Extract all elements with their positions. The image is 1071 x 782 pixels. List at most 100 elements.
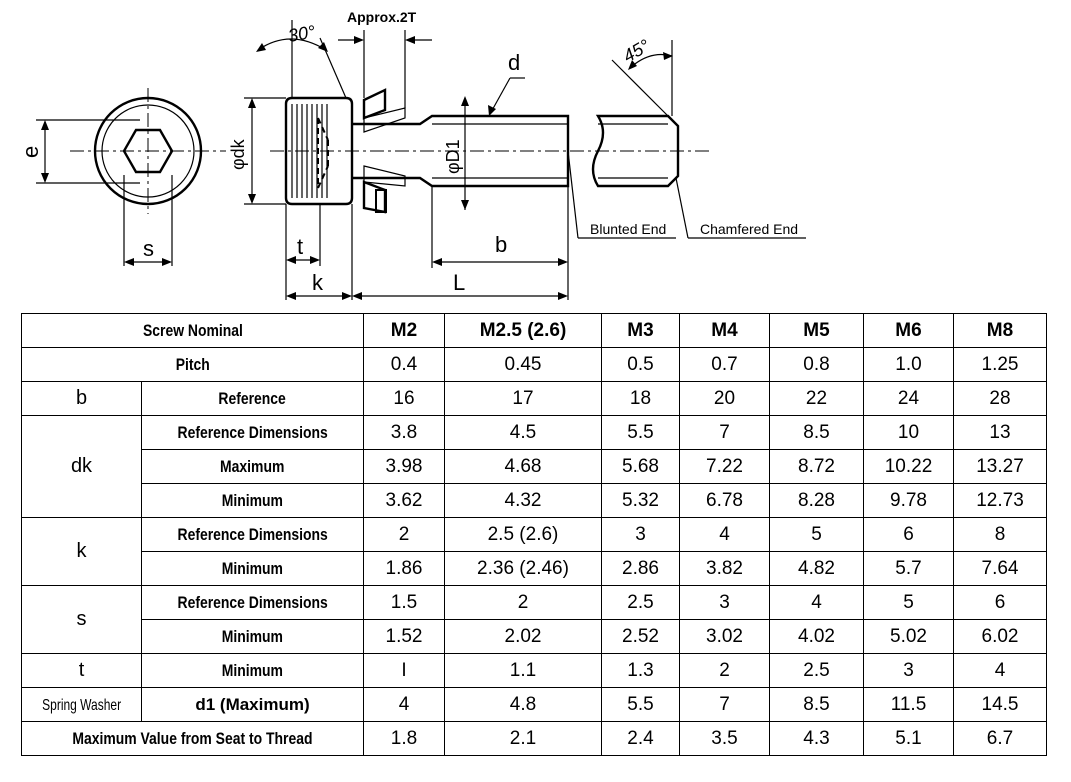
row-dk-maximum: Maximum 3.98 4.68 5.68 7.22 8.72 10.22 1… — [22, 449, 1047, 484]
row-s-minimum: Minimum 1.52 2.02 2.52 3.02 4.02 5.02 6.… — [22, 619, 1047, 654]
label-D1: φD1 — [443, 139, 463, 174]
value-cell: 2.1 — [444, 721, 602, 756]
value-cell: 5 — [769, 517, 864, 552]
value-cell: 4.82 — [769, 551, 864, 586]
value-cell: 8.72 — [769, 449, 864, 484]
size-cell: M3 — [601, 313, 680, 348]
value-cell: 22 — [769, 381, 864, 416]
value-cell: 3.82 — [679, 551, 770, 586]
value-cell: 1.0 — [863, 347, 954, 382]
value-cell: 4 — [679, 517, 770, 552]
value-cell: 8.5 — [769, 415, 864, 450]
value-cell: 2 — [363, 517, 445, 552]
value-cell: 7 — [679, 687, 770, 722]
value-cell: 3 — [863, 653, 954, 688]
row-label: Minimum — [141, 483, 364, 518]
value-cell: 9.78 — [863, 483, 954, 518]
value-cell: 10 — [863, 415, 954, 450]
row-dk-minimum: Minimum 3.62 4.32 5.32 6.78 8.28 9.78 12… — [22, 483, 1047, 518]
value-cell: 4 — [769, 585, 864, 620]
value-cell: 2.5 — [769, 653, 864, 688]
value-cell: 2.4 — [601, 721, 680, 756]
row-label: Reference — [141, 381, 364, 416]
value-cell: 5.02 — [863, 619, 954, 654]
value-cell: 3.5 — [679, 721, 770, 756]
label-d: d — [508, 50, 520, 75]
value-cell: 2 — [679, 653, 770, 688]
value-cell: 13 — [953, 415, 1047, 450]
value-cell: 3 — [601, 517, 680, 552]
label-L: L — [453, 270, 465, 295]
value-cell: 5.1 — [863, 721, 954, 756]
value-cell: 7 — [679, 415, 770, 450]
size-cell: M4 — [679, 313, 770, 348]
value-cell: 1.1 — [444, 653, 602, 688]
screw-drawing: 30° Approx.2T d 45° e φdk φD1 s t k b L … — [18, 9, 806, 300]
row-header: Screw Nominal M2 M2.5 (2.6) M3 M4 M5 M6 … — [21, 313, 1047, 348]
size-cell: M5 — [769, 313, 864, 348]
value-cell: 2.36 (2.46) — [444, 551, 602, 586]
group-dk: dk — [21, 415, 142, 518]
row-k-reference: k Reference Dimensions 2 2.5 (2.6) 3 4 5… — [21, 517, 1047, 586]
label-angle-head: 30° — [286, 22, 316, 46]
value-cell: 16 — [363, 381, 445, 416]
value-cell: 4.8 — [444, 687, 602, 722]
size-cell: M2 — [363, 313, 445, 348]
value-cell: 10.22 — [863, 449, 954, 484]
value-cell: 17 — [444, 381, 602, 416]
row-label: Minimum — [141, 551, 364, 586]
group-k: k — [21, 517, 142, 586]
value-cell: 6.02 — [953, 619, 1047, 654]
value-cell: 13.27 — [953, 449, 1047, 484]
group-s: s — [21, 585, 142, 654]
value-cell: 4.02 — [769, 619, 864, 654]
value-cell: 20 — [679, 381, 770, 416]
value-cell: 5.68 — [601, 449, 680, 484]
seat-label: Maximum Value from Seat to Thread — [21, 721, 364, 756]
value-cell: 6 — [863, 517, 954, 552]
screw-spec-table: Screw Nominal M2 M2.5 (2.6) M3 M4 M5 M6 … — [21, 313, 1047, 756]
row-k-minimum: Minimum 1.86 2.36 (2.46) 2.86 3.82 4.82 … — [22, 551, 1047, 586]
value-cell: 7.22 — [679, 449, 770, 484]
value-cell: 2.52 — [601, 619, 680, 654]
row-b-reference: b Reference 16 17 18 20 22 24 28 — [21, 381, 1047, 416]
value-cell: 1.3 — [601, 653, 680, 688]
row-label: d1 (Maximum) — [141, 687, 364, 722]
row-label: Minimum — [141, 653, 364, 688]
value-cell: 2.86 — [601, 551, 680, 586]
row-pitch: Pitch 0.4 0.45 0.5 0.7 0.8 1.0 1.25 — [21, 347, 1047, 382]
label-blunted-end: Blunted End — [590, 221, 666, 237]
value-cell: 4.5 — [444, 415, 602, 450]
label-e: e — [18, 146, 43, 158]
row-seat-to-thread: Maximum Value from Seat to Thread 1.8 2.… — [21, 721, 1047, 756]
value-cell: 3.02 — [679, 619, 770, 654]
value-cell: I — [363, 653, 445, 688]
value-cell: 4.32 — [444, 483, 602, 518]
value-cell: 8 — [953, 517, 1047, 552]
value-cell: 4 — [363, 687, 445, 722]
value-cell: 1.86 — [363, 551, 445, 586]
size-cell: M8 — [953, 313, 1047, 348]
value-cell: 4 — [953, 653, 1047, 688]
value-cell: 3 — [679, 585, 770, 620]
label-angle-end: 45° — [620, 35, 654, 66]
value-cell: 6.7 — [953, 721, 1047, 756]
value-cell: 3.98 — [363, 449, 445, 484]
value-cell: 1.25 — [953, 347, 1047, 382]
group-spring-washer: Spring Washer — [21, 687, 142, 722]
pitch-label: Pitch — [21, 347, 364, 382]
end-view — [36, 88, 226, 266]
label-t: t — [297, 234, 303, 259]
label-chamfered-end: Chamfered End — [700, 221, 798, 237]
value-cell: 0.4 — [363, 347, 445, 382]
label-s: s — [143, 236, 154, 261]
value-cell: 2.5 (2.6) — [444, 517, 602, 552]
row-t-minimum: t Minimum I 1.1 1.3 2 2.5 3 4 — [21, 653, 1047, 688]
value-cell: 4.68 — [444, 449, 602, 484]
value-cell: 0.45 — [444, 347, 602, 382]
value-cell: 2.5 — [601, 585, 680, 620]
value-cell: 7.64 — [953, 551, 1047, 586]
value-cell: 5.5 — [601, 415, 680, 450]
row-spring-washer: Spring Washer d1 (Maximum) 4 4.8 5.5 7 8… — [21, 687, 1047, 722]
value-cell: 6.78 — [679, 483, 770, 518]
